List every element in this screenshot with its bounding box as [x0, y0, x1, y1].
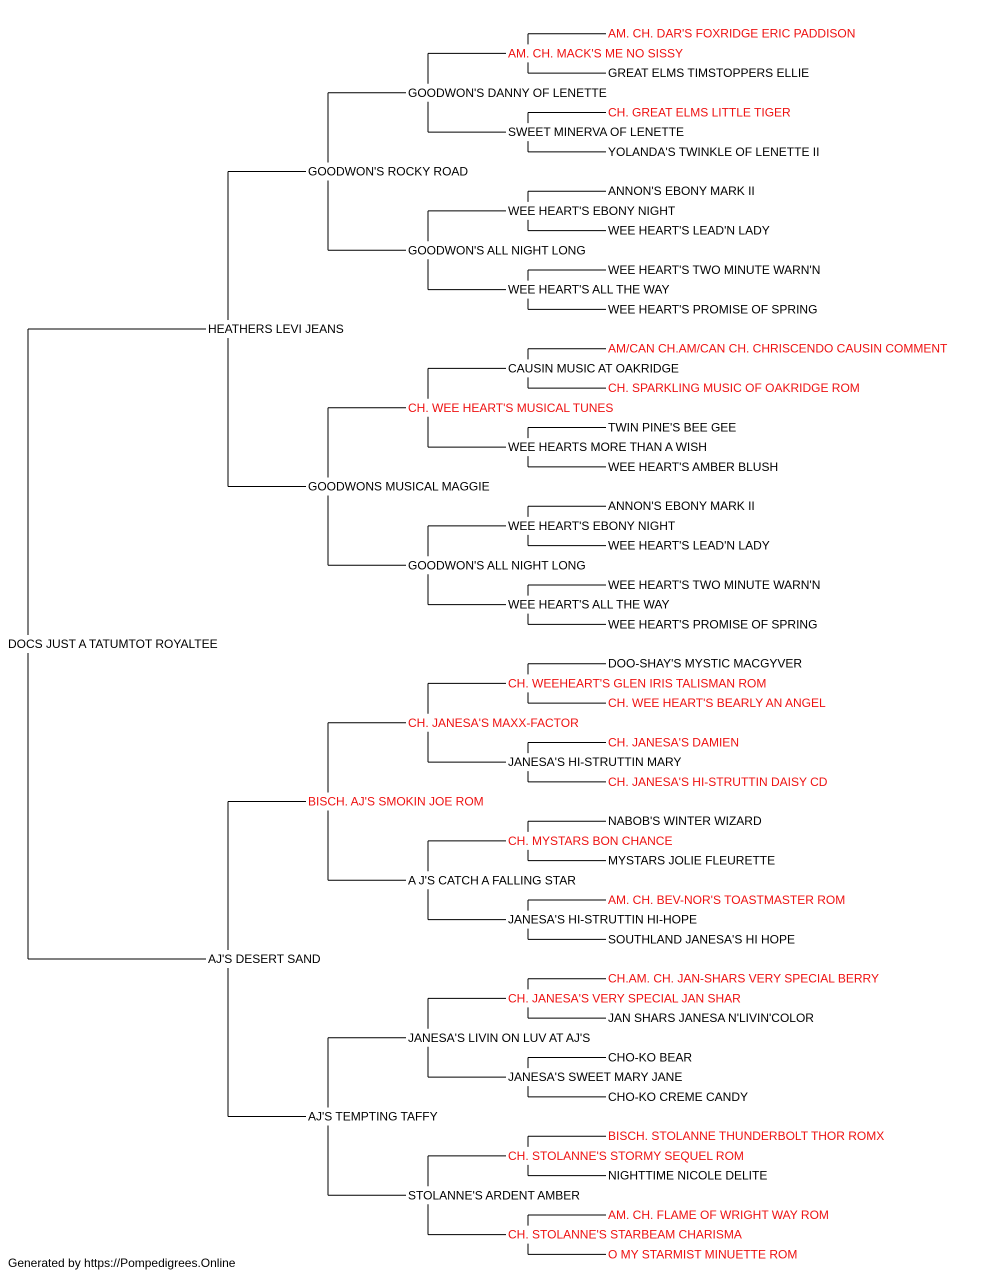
dog-name: CAUSIN MUSIC AT OAKRIDGE: [508, 361, 679, 375]
dog-name: SWEET MINERVA OF LENETTE: [508, 125, 684, 139]
dog-name: WEE HEART'S LEAD'N LADY: [608, 224, 770, 238]
dog-name: GOODWON'S DANNY OF LENETTE: [408, 86, 607, 100]
dog-name: AM. CH. BEV-NOR'S TOASTMASTER ROM: [608, 893, 845, 907]
dog-name: NIGHTTIME NICOLE DELITE: [608, 1169, 767, 1183]
dog-name: GOODWONS MUSICAL MAGGIE: [308, 480, 490, 494]
dog-name: AM. CH. MACK'S ME NO SISSY: [508, 46, 683, 60]
dog-name: YOLANDA'S TWINKLE OF LENETTE II: [608, 145, 819, 159]
dog-name: CH. WEEHEART'S GLEN IRIS TALISMAN ROM: [508, 676, 766, 690]
dog-name: JANESA'S LIVIN ON LUV AT AJ'S: [408, 1031, 590, 1045]
dog-name: AM. CH. FLAME OF WRIGHT WAY ROM: [608, 1208, 829, 1222]
dog-name: AJ'S TEMPTING TAFFY: [308, 1110, 438, 1124]
dog-name: DOCS JUST A TATUMTOT ROYALTEE: [8, 637, 218, 651]
dog-name: BISCH. STOLANNE THUNDERBOLT THOR ROMX: [608, 1129, 884, 1143]
dog-name: BISCH. AJ'S SMOKIN JOE ROM: [308, 795, 484, 809]
dog-name: CH. WEE HEART'S BEARLY AN ANGEL: [608, 696, 826, 710]
pedigree-labels: DOCS JUST A TATUMTOT ROYALTEE HEATHERS LE…: [8, 27, 948, 1262]
pedigree-connectors: [27, 33, 606, 1255]
dog-name: WEE HEART'S ALL THE WAY: [508, 598, 669, 612]
dog-name: NABOB'S WINTER WIZARD: [608, 814, 762, 828]
dog-name: O MY STARMIST MINUETTE ROM: [608, 1247, 797, 1261]
dog-name: GOODWON'S ALL NIGHT LONG: [408, 243, 586, 257]
dog-name: AM/CAN CH.AM/CAN CH. CHRISCENDO CAUSIN C…: [608, 342, 948, 356]
dog-name: CHO-KO BEAR: [608, 1050, 692, 1064]
dog-name: CH. WEE HEART'S MUSICAL TUNES: [408, 401, 613, 415]
dog-name: CH. JANESA'S VERY SPECIAL JAN SHAR: [508, 991, 741, 1005]
dog-name: WEE HEART'S LEAD'N LADY: [608, 539, 770, 553]
dog-name: WEE HEART'S PROMISE OF SPRING: [608, 617, 817, 631]
dog-name: GREAT ELMS TIMSTOPPERS ELLIE: [608, 66, 809, 80]
dog-name: WEE HEART'S EBONY NIGHT: [508, 204, 676, 218]
dog-name: JAN SHARS JANESA N'LIVIN'COLOR: [608, 1011, 814, 1025]
dog-name: HEATHERS LEVI JEANS: [208, 322, 344, 336]
dog-name: MYSTARS JOLIE FLEURETTE: [608, 854, 775, 868]
dog-name: CH. STOLANNE'S STARBEAM CHARISMA: [508, 1228, 742, 1242]
dog-name: AJ'S DESERT SAND: [208, 952, 321, 966]
dog-name: WEE HEARTS MORE THAN A WISH: [508, 440, 707, 454]
dog-name: WEE HEART'S TWO MINUTE WARN'N: [608, 263, 820, 277]
generator-credit: Generated by https://Pompedigrees.Online: [8, 1256, 236, 1270]
dog-name: ANNON'S EBONY MARK II: [608, 499, 755, 513]
dog-name: CHO-KO CREME CANDY: [608, 1090, 748, 1104]
dog-name: JANESA'S HI-STRUTTIN HI-HOPE: [508, 913, 697, 927]
dog-name: WEE HEART'S TWO MINUTE WARN'N: [608, 578, 820, 592]
dog-name: CH. STOLANNE'S STORMY SEQUEL ROM: [508, 1149, 744, 1163]
dog-name: CH.AM. CH. JAN-SHARS VERY SPECIAL BERRY: [608, 972, 879, 986]
dog-name: GOODWON'S ROCKY ROAD: [308, 165, 468, 179]
dog-name: SOUTHLAND JANESA'S HI HOPE: [608, 932, 795, 946]
dog-name: CH. JANESA'S DAMIEN: [608, 735, 739, 749]
dog-name: CH. JANESA'S MAXX-FACTOR: [408, 716, 579, 730]
dog-name: DOO-SHAY'S MYSTIC MACGYVER: [608, 657, 802, 671]
dog-name: ANNON'S EBONY MARK II: [608, 184, 755, 198]
dog-name: STOLANNE'S ARDENT AMBER: [408, 1188, 580, 1202]
dog-name: WEE HEART'S EBONY NIGHT: [508, 519, 676, 533]
dog-name: CH. GREAT ELMS LITTLE TIGER: [608, 105, 791, 119]
dog-name: GOODWON'S ALL NIGHT LONG: [408, 558, 586, 572]
dog-name: CH. MYSTARS BON CHANCE: [508, 834, 672, 848]
dog-name: JANESA'S HI-STRUTTIN MARY: [508, 755, 681, 769]
dog-name: CH. JANESA'S HI-STRUTTIN DAISY CD: [608, 775, 828, 789]
dog-name: JANESA'S SWEET MARY JANE: [508, 1070, 682, 1084]
dog-name: WEE HEART'S ALL THE WAY: [508, 283, 669, 297]
dog-name: AM. CH. DAR'S FOXRIDGE ERIC PADDISON: [608, 27, 855, 41]
dog-name: CH. SPARKLING MUSIC OF OAKRIDGE ROM: [608, 381, 860, 395]
dog-name: TWIN PINE'S BEE GEE: [608, 420, 736, 434]
dog-name: WEE HEART'S PROMISE OF SPRING: [608, 302, 817, 316]
dog-name: A J'S CATCH A FALLING STAR: [408, 873, 576, 887]
dog-name: WEE HEART'S AMBER BLUSH: [608, 460, 778, 474]
